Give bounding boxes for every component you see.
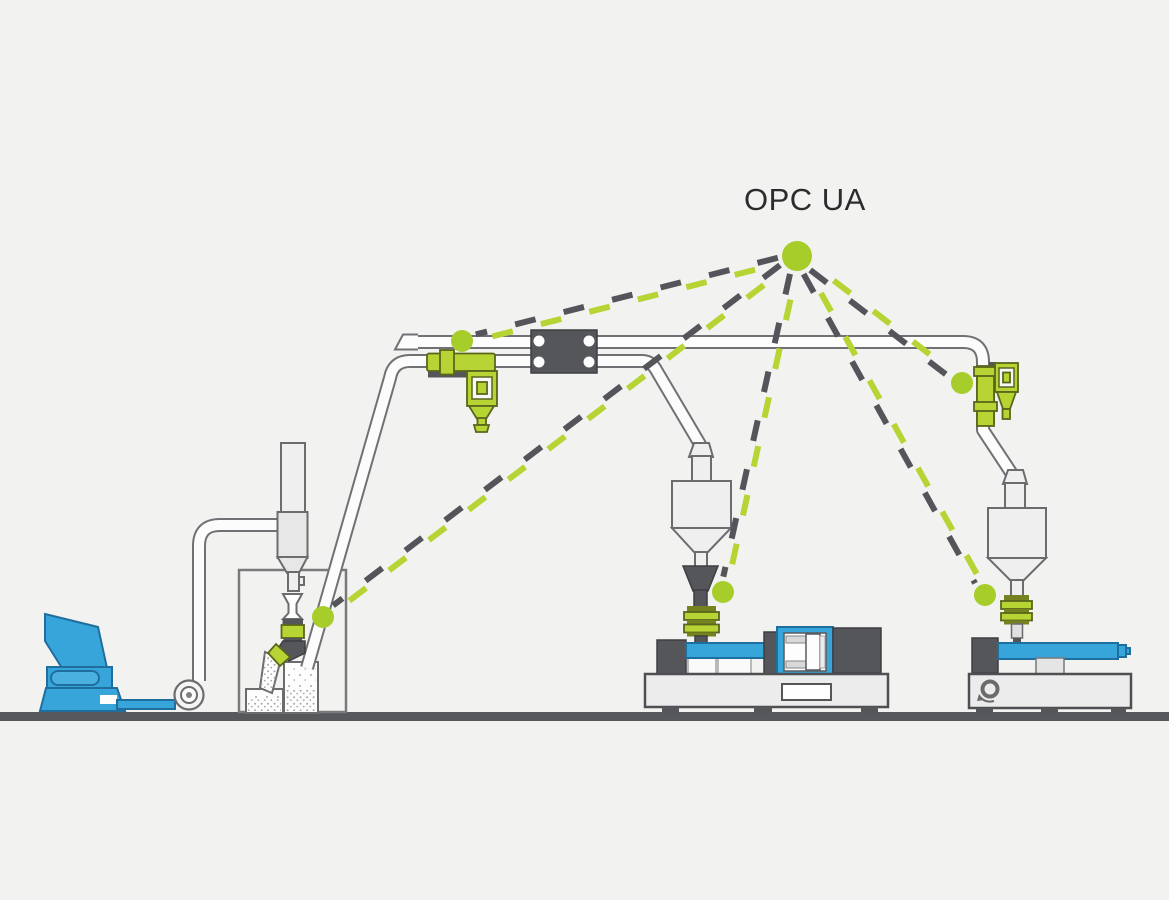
center-dosing-valve: [683, 606, 720, 646]
injection-molding-machine-center: [643, 626, 890, 714]
opc-ua-hub-dot: [782, 241, 812, 271]
opcua-node-dot-right-conveying-unit: [951, 372, 973, 394]
granulate-fill: [286, 690, 316, 711]
material-silo: [275, 442, 310, 642]
granulator-slot: [100, 695, 117, 704]
granulate-fill: [286, 668, 316, 690]
overhead-dosing-unit: [426, 349, 498, 433]
granulate-fill: [248, 699, 281, 711]
opc-ua-label: OPC UA: [744, 182, 866, 217]
granulator-discharge-pipe: [116, 699, 176, 710]
opcua-link-right-hopper-loader: [800, 272, 978, 585]
coupling-port: [583, 356, 595, 368]
injection-barrel: [685, 642, 767, 659]
overhead-pipe-lower: [300, 354, 708, 670]
opcua-link-center-hopper-loader: [726, 274, 799, 579]
granulator-rotor: [50, 670, 100, 686]
right-hopper-loader: [985, 469, 1049, 597]
coupling-port: [583, 335, 595, 347]
center-hopper-loader: [669, 442, 734, 608]
opcua-node-dot-right-hopper-loader: [974, 584, 996, 606]
center-receiving-funnel: [681, 565, 720, 592]
coupling-port: [533, 356, 545, 368]
right-dosing-valve: [1000, 595, 1033, 646]
recycle-logo: [977, 679, 1000, 703]
granulate-chute: [258, 640, 306, 695]
silo-outlet-tube: [287, 571, 300, 592]
blower-fan: [173, 679, 205, 711]
discharge-valve: [280, 624, 305, 639]
overhead-pipe-upper: [393, 333, 1018, 478]
opcua-node-dot-center-hopper-loader: [712, 581, 734, 603]
opcua-link-granulate-station: [334, 267, 786, 613]
injection-molding-machine-right: [967, 637, 1133, 715]
granulate-fill: [248, 692, 281, 699]
injection-barrel-right: [997, 642, 1119, 660]
opcua-link-center-hopper-loader: [720, 273, 793, 578]
opcua-node-dot-overhead-dosing-unit: [451, 330, 473, 352]
machine-base-right: [967, 672, 1133, 710]
machine-label-plate: [781, 683, 832, 701]
discharge-elbow-green: [266, 642, 292, 668]
pipe-coupling-station: [530, 329, 598, 374]
blower-to-silo-pipe: [192, 518, 282, 681]
opcua-link-right-conveying-unit: [812, 262, 954, 374]
machine-base: [643, 672, 890, 709]
coupling-port: [533, 335, 545, 347]
opcua-connections: [312, 241, 996, 628]
opcua-node-dot-granulate-station: [312, 606, 334, 628]
opcua-link-overhead-dosing-unit: [475, 254, 779, 338]
opcua-link-granulate-station: [331, 262, 782, 608]
opcua-link-right-hopper-loader: [806, 269, 983, 582]
sight-glass: [280, 593, 305, 620]
moving-platen: [805, 633, 821, 671]
ground-line: [0, 712, 1169, 721]
granulator: [38, 612, 176, 712]
granulator-hopper: [44, 612, 109, 669]
right-conveying-unit: [973, 362, 1019, 427]
granulator-stand: [38, 687, 127, 712]
